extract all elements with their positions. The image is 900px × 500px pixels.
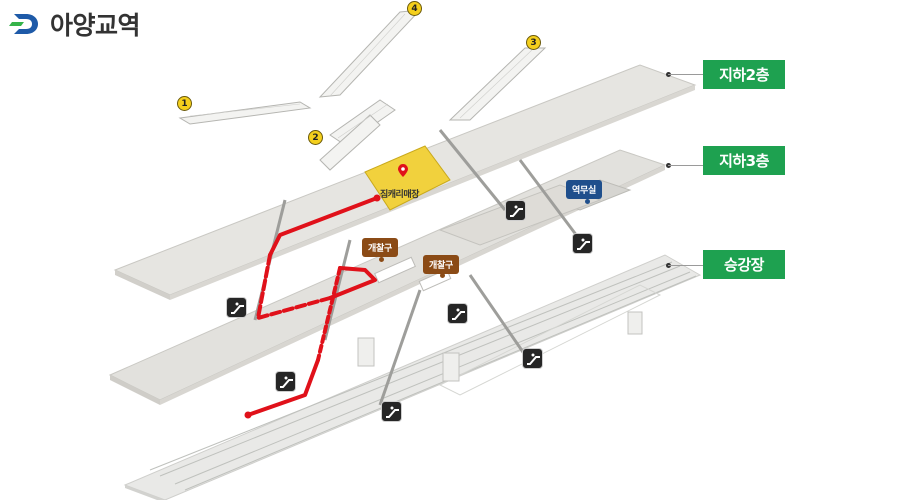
header: 아양교역 bbox=[8, 6, 141, 42]
recommended-route bbox=[246, 196, 379, 417]
daegu-metro-logo-icon bbox=[9, 14, 38, 34]
floor-b3-leader bbox=[668, 165, 703, 166]
ticket-gate-b-tag[interactable]: 개찰구 bbox=[423, 255, 459, 274]
market-label: 짐캐리매장 bbox=[380, 190, 419, 200]
ticket-gate-a-dot bbox=[379, 257, 384, 262]
escalator-icon[interactable] bbox=[505, 200, 526, 221]
floor-platform-leader bbox=[668, 265, 703, 266]
escalator-icon[interactable] bbox=[522, 348, 543, 369]
station-name: 아양교역 bbox=[50, 11, 141, 40]
route-start bbox=[373, 194, 381, 202]
floor-label-platform[interactable]: 승강장 bbox=[703, 250, 785, 279]
exit-4-badge[interactable]: 4 bbox=[407, 1, 422, 16]
ticket-gate-a-tag[interactable]: 개찰구 bbox=[362, 238, 398, 257]
escalator-icon[interactable] bbox=[447, 303, 468, 324]
station-office-tag[interactable]: 역무실 bbox=[566, 180, 602, 199]
escalator-icon[interactable] bbox=[572, 233, 593, 254]
platform-slab bbox=[123, 254, 702, 500]
escalator-icon[interactable] bbox=[381, 401, 402, 422]
floor-label-b2[interactable]: 지하2층 bbox=[703, 60, 785, 89]
floor-label-b3[interactable]: 지하3층 bbox=[703, 146, 785, 175]
station-office-dot bbox=[585, 199, 590, 204]
exit-2-badge[interactable]: 2 bbox=[308, 130, 323, 145]
ticket-gate-b-dot bbox=[440, 273, 445, 278]
stair-treads bbox=[189, 13, 533, 139]
market-area[interactable] bbox=[364, 145, 451, 211]
exit-1-badge[interactable]: 1 bbox=[177, 96, 192, 111]
escalator-icon[interactable] bbox=[275, 371, 296, 392]
route-end bbox=[244, 411, 252, 419]
exit-3-badge[interactable]: 3 bbox=[526, 35, 541, 50]
floor-b2-leader bbox=[668, 74, 703, 75]
location-pin-icon bbox=[398, 164, 408, 177]
escalator-icon[interactable] bbox=[226, 297, 247, 318]
